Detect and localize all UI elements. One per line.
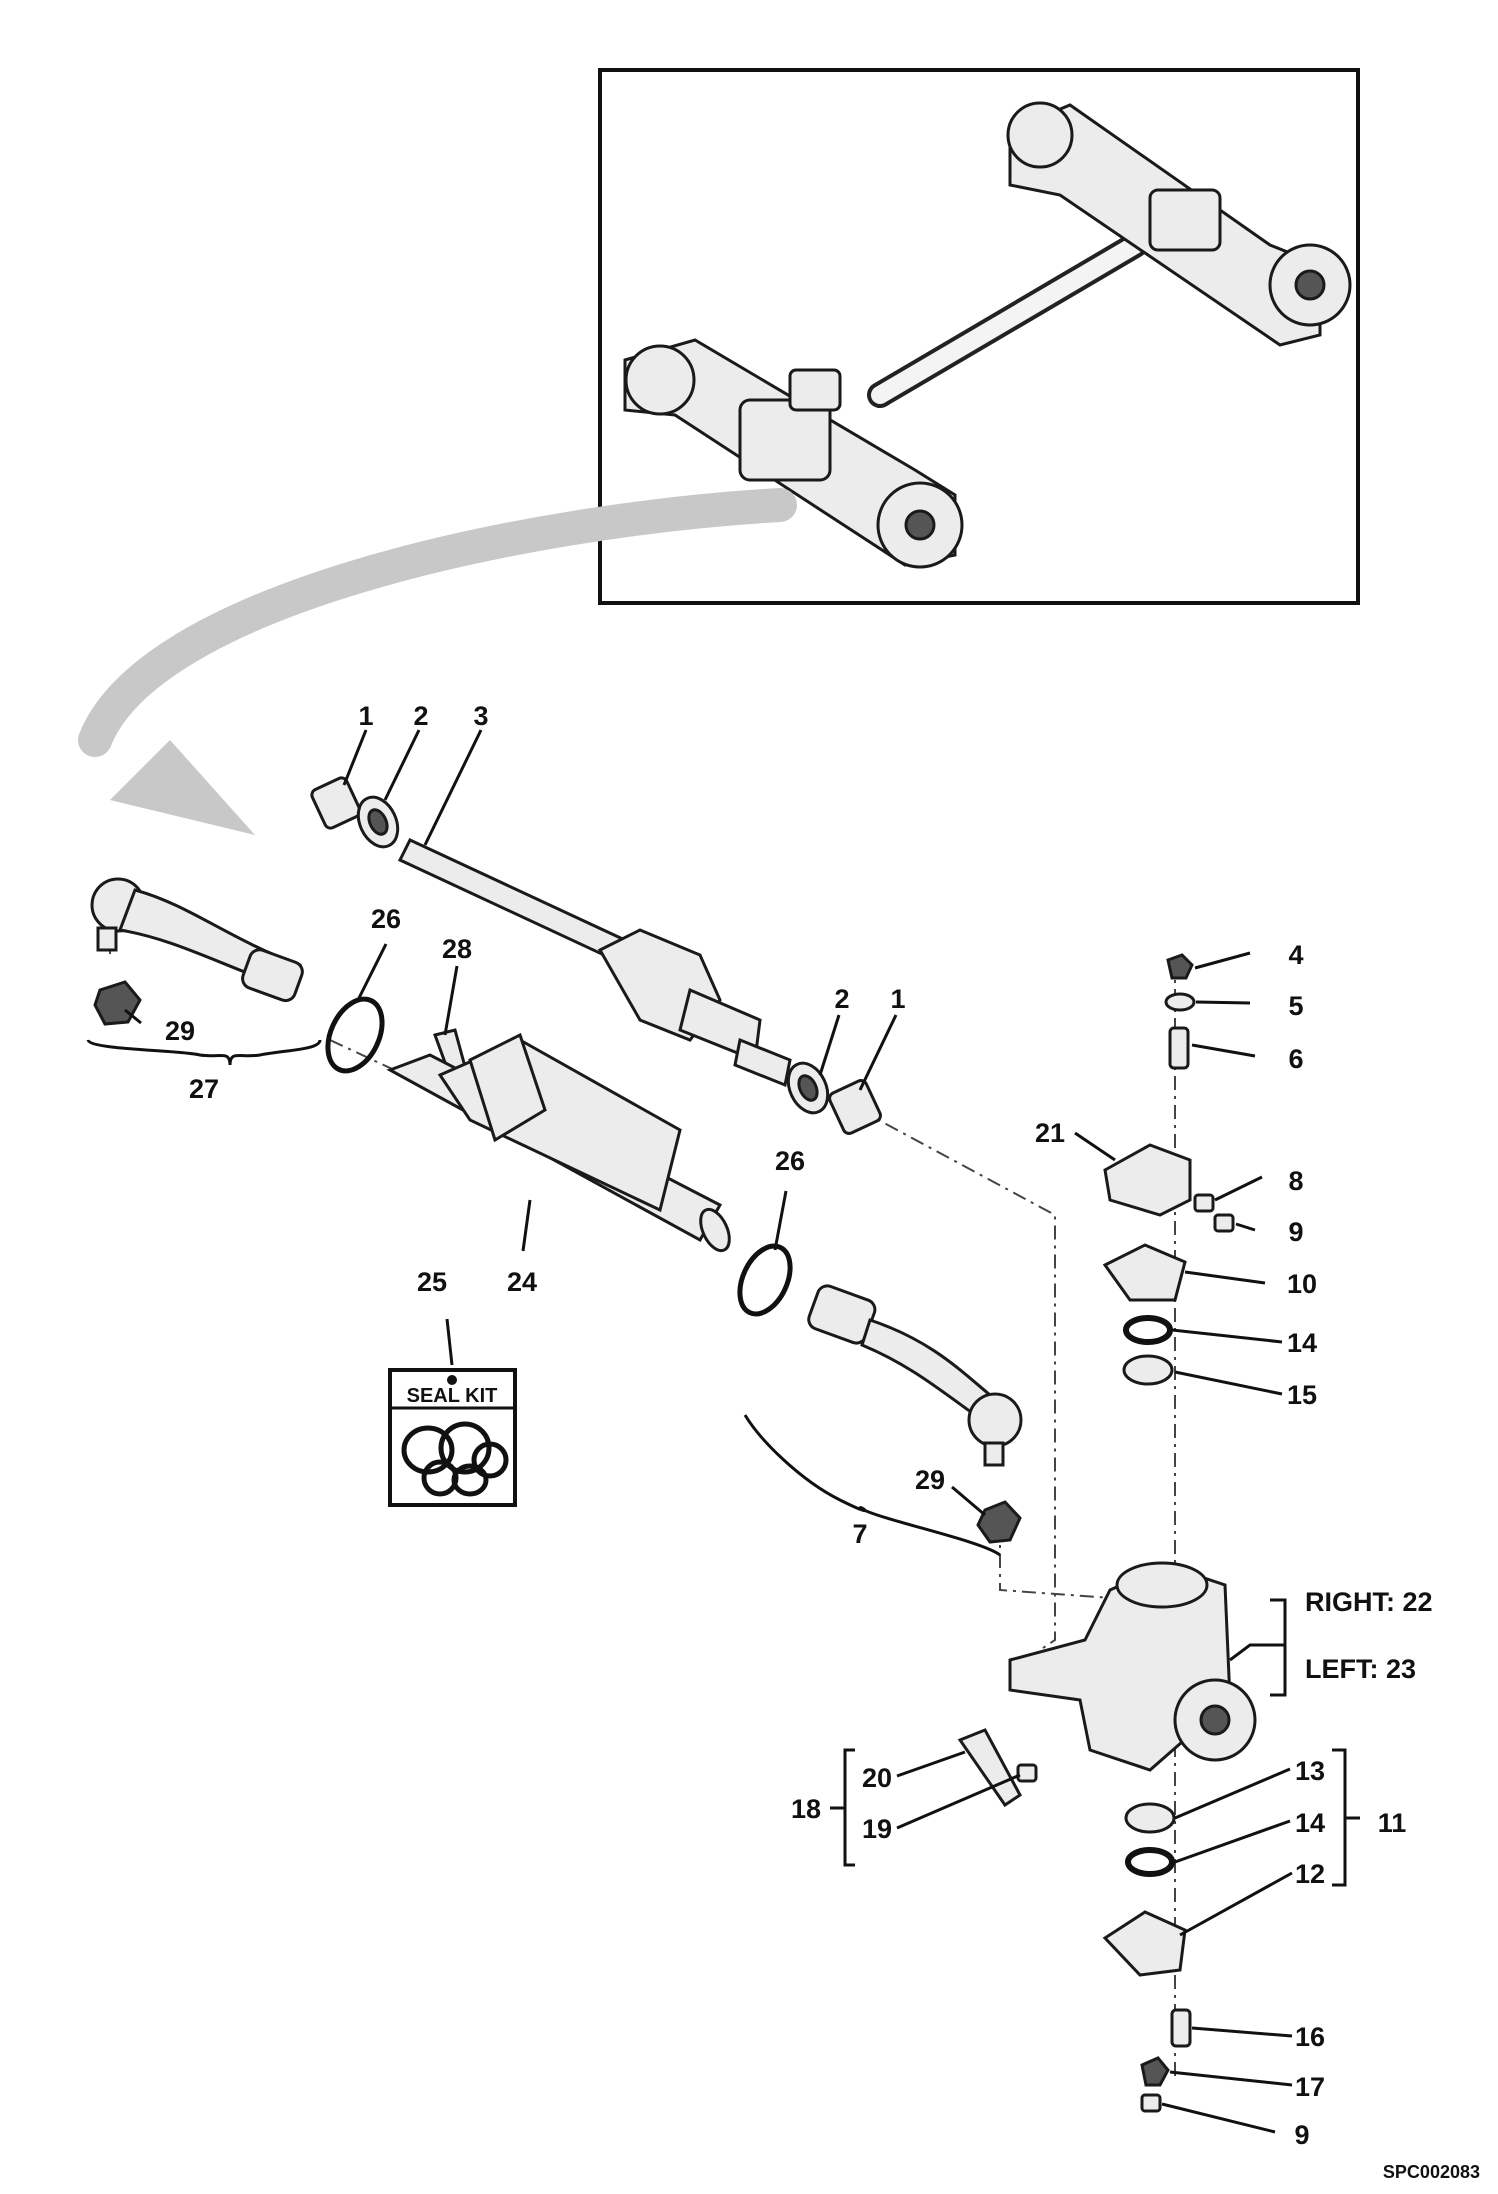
callout-21: 21 [1035, 1118, 1065, 1148]
bearing-part-13 [1124, 1802, 1176, 1834]
rear-axle-icon [1006, 101, 1352, 347]
callout-1-lower: 1 [890, 984, 905, 1014]
callout-14: 14 [1287, 1328, 1317, 1358]
seal-kit-label: SEAL KIT [407, 1385, 498, 1407]
tie-rod-end-part-27 [90, 877, 304, 1003]
callout-8: 8 [1288, 1166, 1303, 1196]
nut-part-4 [1166, 953, 1194, 980]
stud-part-16 [1170, 2008, 1192, 2048]
callout-9-lower: 9 [1294, 2120, 1309, 2150]
kingpin-stack [957, 953, 1257, 2113]
callout-24: 24 [507, 1267, 537, 1297]
callout-29-right: 29 [915, 1465, 945, 1495]
callout-9: 9 [1288, 1217, 1303, 1247]
callout-17: 17 [1295, 2072, 1325, 2102]
callout-26: 26 [371, 904, 401, 934]
callout-10: 10 [1287, 1269, 1317, 1299]
callout-16: 16 [1295, 2022, 1325, 2052]
bolt-part-20 [957, 1728, 1022, 1808]
leader-lines [86, 729, 1360, 2134]
callout-labels: 1 2 3 26 28 29 27 2 1 26 24 25 29 7 4 5 … [165, 701, 1480, 2182]
callout-27: 27 [189, 1074, 219, 1104]
nut-part-17 [1140, 2056, 1170, 2087]
callout-6: 6 [1288, 1044, 1303, 1074]
callout-20: 20 [862, 1763, 892, 1793]
o-ring-part-26-right [737, 1243, 793, 1317]
fitting-part-8 [1193, 1193, 1215, 1213]
callout-28: 28 [442, 934, 472, 964]
callout-1: 1 [358, 701, 373, 731]
callout-11: 11 [1378, 1808, 1407, 1838]
callout-3: 3 [473, 701, 488, 731]
cap-part-9-lower [1140, 2093, 1162, 2113]
callout-2: 2 [413, 701, 428, 731]
bushing-part-1 [310, 776, 362, 830]
side-label-right: RIGHT: 22 [1305, 1587, 1433, 1617]
axle-shaft-part-3 [397, 838, 792, 1088]
seal-part-2-lower [786, 1061, 830, 1115]
callout-12: 12 [1295, 1859, 1325, 1889]
curved-arrow-icon [78, 488, 797, 835]
seal-part-2 [356, 795, 400, 849]
stud-part-6 [1168, 1026, 1190, 1070]
seal-part-14 [1123, 1315, 1173, 1345]
callout-18: 18 [791, 1794, 821, 1824]
side-label-left: LEFT: 23 [1305, 1654, 1416, 1684]
callout-13: 13 [1295, 1756, 1325, 1786]
cap-part-9 [1213, 1213, 1235, 1233]
lower-cap-part-12 [1102, 1910, 1187, 1977]
callout-14-lower: 14 [1295, 1808, 1325, 1838]
nut-part-29-right [976, 1500, 1022, 1544]
cap-part-21 [1103, 1143, 1192, 1217]
callout-26-right: 26 [775, 1146, 805, 1176]
figure-reference-code: SPC002083 [1383, 2162, 1480, 2182]
tie-rod-end-part-7 [807, 1284, 1023, 1467]
bearing-part-15 [1122, 1354, 1174, 1386]
washer-part-19 [1016, 1763, 1038, 1783]
callout-15: 15 [1287, 1380, 1317, 1410]
o-ring-part-26 [325, 996, 385, 1074]
seal-part-14-lower [1125, 1847, 1175, 1877]
callout-4: 4 [1288, 940, 1303, 970]
callout-5: 5 [1288, 991, 1303, 1021]
shim-part-10 [1102, 1243, 1187, 1302]
washer-part-5 [1164, 992, 1196, 1012]
callout-29: 29 [165, 1016, 195, 1046]
seal-kit-part-25: SEAL KIT [388, 1368, 517, 1507]
callout-2-lower: 2 [834, 984, 849, 1014]
callout-19: 19 [862, 1814, 892, 1844]
front-axle-icon [623, 338, 964, 569]
callout-25: 25 [417, 1267, 447, 1297]
steering-cylinder-part-24 [386, 1032, 731, 1253]
bushing-part-1-lower [828, 1079, 882, 1135]
callout-7: 7 [852, 1519, 867, 1549]
